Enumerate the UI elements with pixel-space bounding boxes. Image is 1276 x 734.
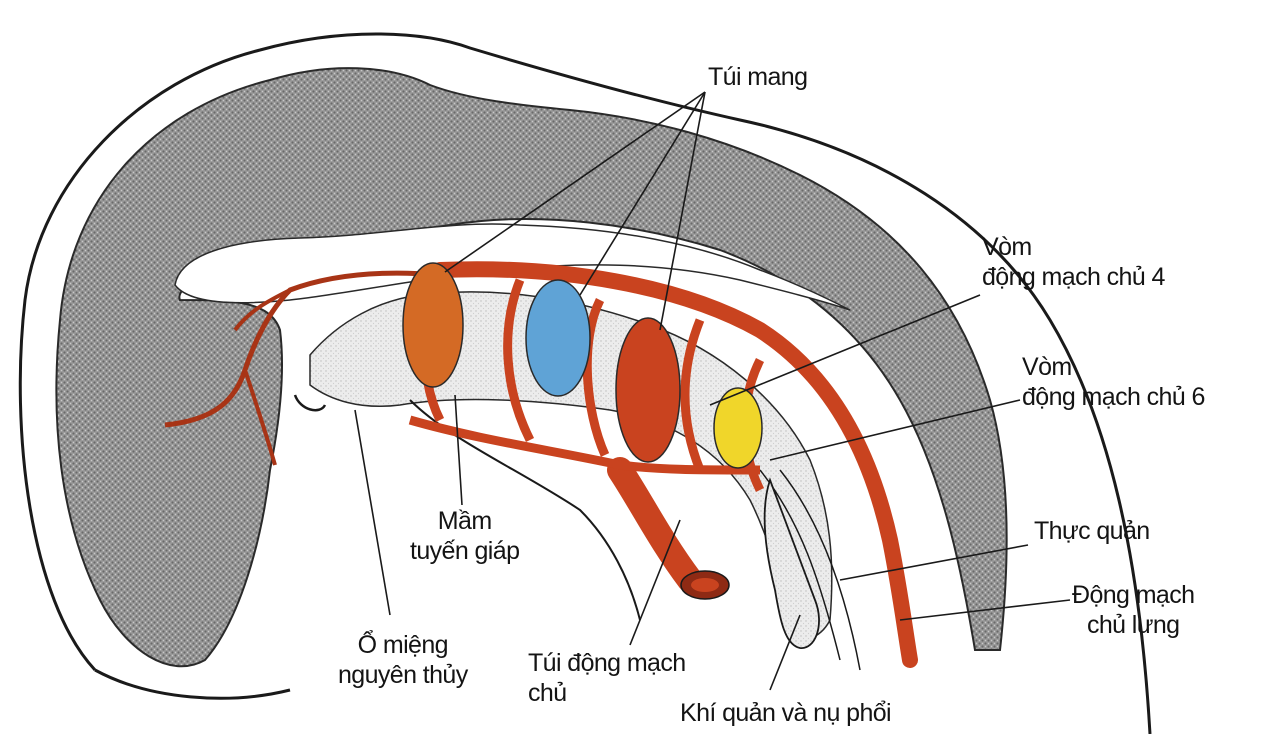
head-tissue (55, 67, 1008, 668)
aortic-arch-3 (582, 297, 610, 457)
pouch-4 (713, 387, 763, 469)
aortic-sac-vessel (607, 457, 703, 593)
aortic-arch-2 (503, 278, 535, 443)
head-artery (164, 270, 441, 428)
label-thyroid-primordium: Mầm tuyến giáp (410, 507, 520, 565)
lung-bud (763, 477, 820, 649)
label-trachea-lung-bud: Khí quản và nụ phổi (680, 699, 892, 727)
leader-lines (354, 91, 1071, 691)
pouch-3 (615, 317, 681, 463)
ventral-aorta (408, 415, 761, 475)
embryo-outline-lower (94, 668, 291, 700)
esophagus-tube-2 (779, 469, 861, 671)
label-aortic-arch-4: Vòm động mạch chủ 4 (982, 233, 1165, 291)
pouch-1 (402, 262, 464, 388)
stomodeum-fold (293, 394, 327, 412)
label-pharyngeal-pouches: Túi mang (708, 63, 808, 91)
label-stomodeum: Ổ miệng nguyên thủy (338, 631, 468, 689)
dorsal-aorta (432, 261, 918, 668)
head-artery-branch (243, 369, 277, 466)
pouch-2 (525, 279, 591, 397)
head-artery-branch-2 (233, 288, 291, 332)
aortic-arch-4 (680, 318, 705, 472)
label-esophagus: Thực quản (1034, 517, 1150, 545)
label-dorsal-aorta: Động mạch chủ lưng (1072, 581, 1195, 639)
label-aortic-arch-6: Vòm động mạch chủ 6 (1022, 353, 1205, 411)
label-aortic-sac: Túi động mạch chủ (528, 649, 686, 707)
